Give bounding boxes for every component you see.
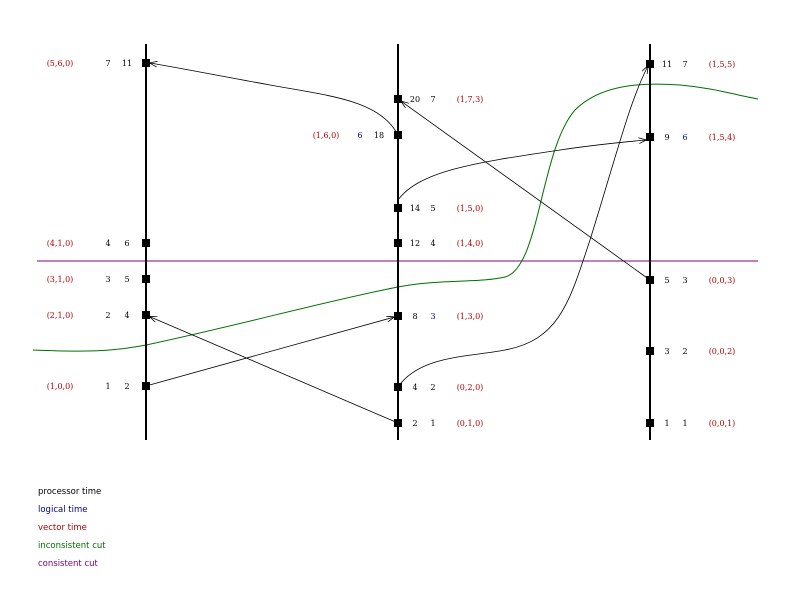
logical-time-label: 1: [682, 419, 687, 428]
message-arrow: [397, 66, 648, 388]
processor-time-label: 3: [105, 275, 110, 284]
vector-time-label: (1,5,5): [709, 60, 736, 69]
logical-time-label: 2: [124, 382, 129, 391]
logical-time-label: 4: [124, 311, 129, 320]
vector-time-label: (2,1,0): [47, 311, 74, 320]
message-arrow: [145, 317, 394, 387]
logical-time-label: 11: [122, 59, 132, 68]
processor-time-label: 2: [412, 419, 417, 428]
logical-time-label: 3: [430, 312, 435, 321]
vector-time-label: (1,6,0): [313, 131, 340, 140]
event-marker: [646, 419, 654, 427]
vector-time-label: (1,4,0): [457, 239, 484, 248]
logical-time-label: 7: [430, 95, 435, 104]
message-arrow: [150, 63, 399, 136]
processor-time-label: 12: [410, 239, 420, 248]
processor-time-label: 3: [664, 347, 669, 356]
message-arrow: [150, 317, 399, 424]
legend-logical-time: logical time: [38, 505, 88, 515]
processor-time-label: 9: [664, 133, 669, 142]
logical-time-label: 2: [682, 347, 687, 356]
vector-time-label: (5,6,0): [47, 59, 74, 68]
legend-consistent-cut: consistent cut: [38, 559, 98, 569]
vector-time-label: (1,5,4): [709, 133, 736, 142]
vector-time-label: (1,3,0): [457, 312, 484, 321]
event-marker: [142, 275, 150, 283]
logical-time-label: 5: [430, 204, 435, 213]
processor-time-label: 2: [105, 311, 110, 320]
vector-time-label: (1,5,0): [457, 204, 484, 213]
logical-time-label: 6: [682, 133, 687, 142]
vector-time-label: (1,7,3): [457, 95, 484, 104]
vector-time-label: (0,0,1): [709, 419, 736, 428]
processor-time-label: 14: [410, 204, 420, 213]
vector-time-label: (0,0,2): [709, 347, 736, 356]
event-marker: [394, 312, 402, 320]
event-marker: [394, 383, 402, 391]
event-marker: [142, 239, 150, 247]
processor-time-label: 1: [664, 419, 669, 428]
processor-time-label: 4: [105, 239, 110, 248]
event-marker: [646, 276, 654, 284]
legend-processor-time: processor time: [38, 487, 102, 497]
event-marker: [394, 131, 402, 139]
legend-inconsistent-cut: inconsistent cut: [38, 541, 106, 551]
legend: processor time logical time vector time …: [38, 486, 106, 576]
event-marker: [394, 239, 402, 247]
event-marker: [646, 133, 654, 141]
processor-time-label: 7: [105, 59, 110, 68]
event-marker: [142, 311, 150, 319]
logical-time-label: 1: [430, 419, 435, 428]
logical-time-label: 6: [357, 131, 362, 140]
vector-time-label: (0,1,0): [457, 419, 484, 428]
vector-time-label: (1,0,0): [47, 382, 74, 391]
logical-time-label: 3: [682, 276, 687, 285]
processor-time-label: 1: [105, 382, 110, 391]
event-marker: [646, 60, 654, 68]
logical-time-label: 4: [430, 239, 435, 248]
event-marker: [142, 382, 150, 390]
event-marker: [394, 204, 402, 212]
inconsistent-cut-curve: [32, 83, 759, 352]
event-marker: [142, 59, 150, 67]
vector-time-label: (0,2,0): [457, 383, 484, 392]
processor-time-label: 5: [664, 276, 669, 285]
vector-time-label: (4,1,0): [47, 239, 74, 248]
processor-time-label: 11: [662, 60, 672, 69]
vector-time-label: (3,1,0): [47, 275, 74, 284]
logical-time-label: 6: [124, 239, 129, 248]
event-marker: [646, 347, 654, 355]
vector-time-label: (0,0,3): [709, 276, 736, 285]
processor-time-label: 20: [410, 95, 420, 104]
processor-time-label: 8: [412, 312, 417, 321]
logical-time-label: 5: [124, 275, 129, 284]
logical-time-label: 2: [430, 383, 435, 392]
legend-vector-time: vector time: [38, 523, 87, 533]
logical-time-label: 7: [682, 60, 687, 69]
event-marker: [394, 95, 402, 103]
message-arrow: [401, 101, 651, 281]
event-marker: [394, 419, 402, 427]
message-arrow: [397, 140, 646, 201]
processor-time-label: 18: [374, 131, 384, 140]
processor-time-label: 4: [412, 383, 417, 392]
